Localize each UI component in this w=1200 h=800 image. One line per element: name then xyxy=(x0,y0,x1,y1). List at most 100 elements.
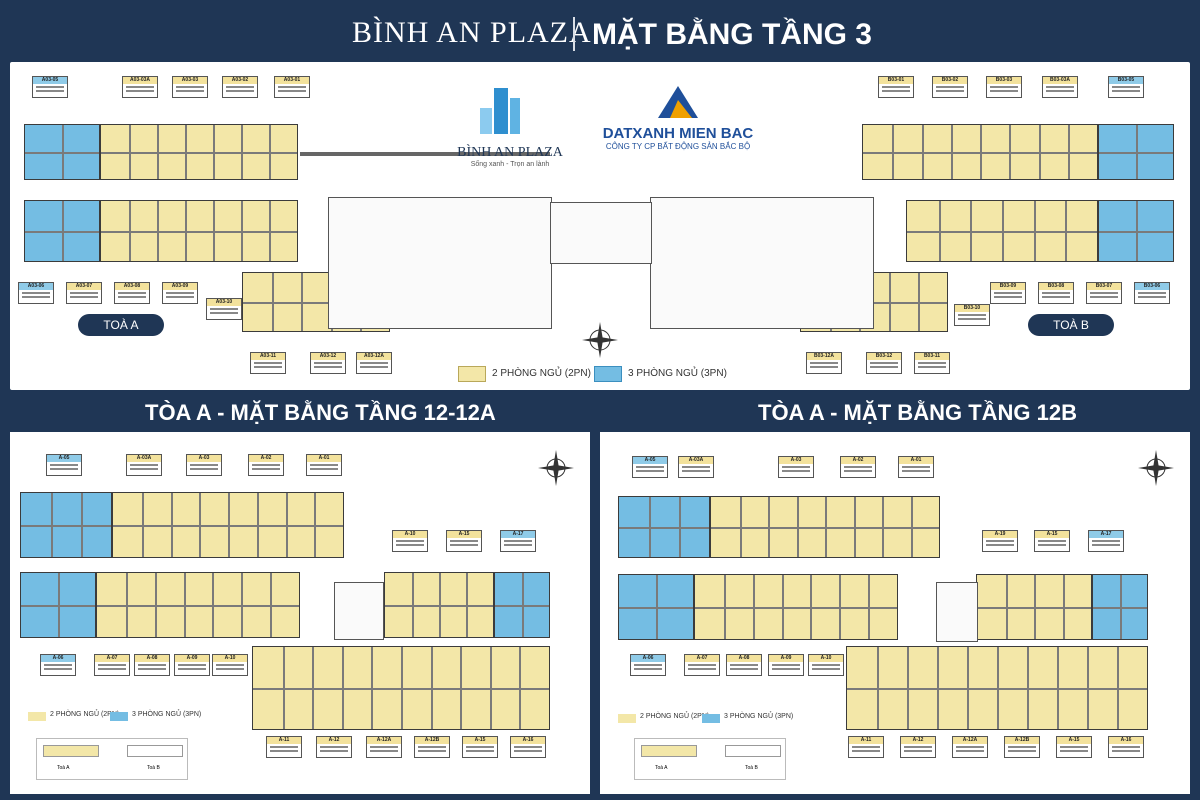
unit-label: B03-10 xyxy=(954,304,990,326)
key-plan-tower-a xyxy=(43,745,99,757)
units-2pn-top xyxy=(710,496,940,558)
unit-label: A-06 xyxy=(630,654,666,676)
floor-3-plan-panel: BÌNH AN PLAZA Sống xanh - Trọn an lành D… xyxy=(10,62,1190,390)
elevator-core xyxy=(334,582,384,640)
unit-label: A03-12A xyxy=(356,352,392,374)
unit-label: A-10 xyxy=(212,654,248,676)
units-2pn-b-top xyxy=(862,124,1098,180)
legend-2pn-label: 2 PHÒNG NGỦ (2PN) xyxy=(492,368,591,379)
room-partition xyxy=(711,527,939,529)
unit-label: B03-12 xyxy=(866,352,902,374)
compass-icon xyxy=(1138,450,1174,486)
legend-2pn-swatch xyxy=(618,714,636,723)
legend-3pn-label: 3 PHÒNG NGỦ (3PN) xyxy=(628,368,727,379)
legend-3pn-label: 3 PHÒNG NGỦ (3PN) xyxy=(132,711,202,718)
units-2pn-a-top xyxy=(100,124,298,180)
legend-3pn-label: 3 PHÒNG NGỦ (3PN) xyxy=(724,713,794,720)
tower-b-label: TOÀ B xyxy=(1028,314,1114,336)
unit-label: B03-08 xyxy=(1038,282,1074,304)
unit-label: A-01 xyxy=(898,456,934,478)
unit-label: B03-07 xyxy=(1086,282,1122,304)
section-title-right: TÒA A - MẶT BẰNG TẦNG 12B xyxy=(758,400,1077,425)
unit-label: B03-05 xyxy=(1108,76,1144,98)
room-partition xyxy=(619,527,709,529)
unit-label: B03-06 xyxy=(1134,282,1170,304)
units-2pn-bottom xyxy=(694,574,898,640)
unit-label: A-12B xyxy=(414,736,450,758)
legend-2pn-label: 2 PHÒNG NGỦ (2PN) xyxy=(50,711,120,718)
unit-label: A-10 xyxy=(392,530,428,552)
legend-3pn-swatch xyxy=(702,714,720,723)
room-partition xyxy=(847,688,1147,690)
unit-3pn-a-05 xyxy=(618,496,710,558)
elevator-core xyxy=(936,582,978,642)
unit-label: A-07 xyxy=(94,654,130,676)
key-plan-label-b: Toà B xyxy=(745,765,758,771)
page-title: MẶT BẰNG TẦNG 3 xyxy=(592,18,872,51)
room-partition xyxy=(97,605,299,607)
key-plan-tower-a xyxy=(641,745,697,757)
unit-label: A-12A xyxy=(952,736,988,758)
binhan-logo-name: BÌNH AN PLAZA xyxy=(457,145,563,160)
unit-label: A03-01 xyxy=(274,76,310,98)
legend-2pn-swatch xyxy=(28,712,46,721)
compass-icon xyxy=(582,322,618,358)
unit-3pn-a-17 xyxy=(494,572,550,638)
unit-label: A-15 xyxy=(462,736,498,758)
unit-label: A03-07 xyxy=(66,282,102,304)
room-partition xyxy=(385,605,493,607)
unit-label: A-08 xyxy=(726,654,762,676)
unit-label: A-17 xyxy=(500,530,536,552)
unit-label: A03-09 xyxy=(162,282,198,304)
unit-label: A-11 xyxy=(848,736,884,758)
unit-3pn-b03-06 xyxy=(1098,200,1174,262)
unit-label: A03-03 xyxy=(172,76,208,98)
header: BÌNH AN PLAZA MẶT BẰNG TẦNG 3 xyxy=(0,0,1200,62)
unit-label: A-03A xyxy=(678,456,714,478)
room-partition xyxy=(1093,607,1147,609)
floor-12-plan-panel: A-05 A-03A A-03 A-02 A-01 A-10 A-15 A-17… xyxy=(10,432,590,794)
room-partition xyxy=(25,231,99,233)
unit-label: A-12B xyxy=(1004,736,1040,758)
units-2pn-mid xyxy=(384,572,494,638)
units-2pn-bottom xyxy=(96,572,300,638)
room-partition xyxy=(21,605,95,607)
unit-label: A-08 xyxy=(134,654,170,676)
datxanh-logo: DATXANH MIEN BAC CÔNG TY CP BẤT ĐỘNG SẢN… xyxy=(588,82,768,172)
unit-label: A-12 xyxy=(316,736,352,758)
unit-label: A-06 xyxy=(40,654,76,676)
key-plan-label-b: Toà B xyxy=(147,765,160,771)
room-partition xyxy=(863,152,1097,154)
corridor-a xyxy=(300,152,550,156)
unit-3pn-a-17 xyxy=(1092,574,1148,640)
room-partition xyxy=(21,525,111,527)
datxanh-logo-subtitle: CÔNG TY CP BẤT ĐỘNG SẢN BẮC BỘ xyxy=(605,142,751,151)
room-partition xyxy=(253,688,549,690)
unit-3pn-b03-05 xyxy=(1098,124,1174,180)
unit-3pn-a03-06 xyxy=(24,200,100,262)
room-partition xyxy=(101,231,297,233)
unit-label: A-03 xyxy=(186,454,222,476)
unit-label: A-12 xyxy=(900,736,936,758)
room-partition xyxy=(695,607,897,609)
unit-label: A-05 xyxy=(632,456,668,478)
unit-label: B03-03A xyxy=(1042,76,1078,98)
datxanh-triangle-icon xyxy=(658,86,698,118)
units-2pn-lower xyxy=(846,646,1148,730)
unit-3pn-a03-05 xyxy=(24,124,100,180)
datxanh-logo-name: DATXANH MIEN BAC xyxy=(602,125,754,142)
unit-label: A-10 xyxy=(808,654,844,676)
floor-12b-plan-panel: A-05 A-03A A-03 A-02 A-01 A-19 A-15 A-17… xyxy=(600,432,1190,794)
unit-label: A03-06 xyxy=(18,282,54,304)
unit-label: B03-09 xyxy=(990,282,1026,304)
unit-label: A-15 xyxy=(1034,530,1070,552)
legend-2pn-swatch xyxy=(458,366,486,382)
unit-label: A03-02 xyxy=(222,76,258,98)
unit-label: A-07 xyxy=(684,654,720,676)
binhan-building-icon xyxy=(480,88,520,134)
unit-label: A-03 xyxy=(778,456,814,478)
section-title-left: TÒA A - MẶT BẰNG TẦNG 12-12A xyxy=(145,400,496,425)
key-plan-tower-b xyxy=(725,745,781,757)
unit-label: A-05 xyxy=(46,454,82,476)
unit-3pn-a-06 xyxy=(20,572,96,638)
